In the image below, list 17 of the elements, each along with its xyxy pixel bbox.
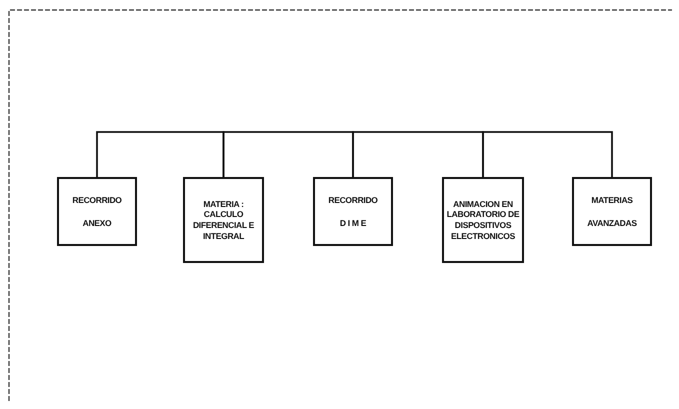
box-label: ANEXO [82,218,112,228]
connector-line [222,131,354,177]
box-label: MATERIA : CALCULO DIFERENCIAL E INTEGRAL [192,198,256,242]
connector-line [482,131,613,177]
box-label: ANIMACION EN LABORATORIO DE DISPOSITIVOS ELECTRONICOS [446,198,520,242]
topic-box [442,177,524,263]
topic-box [57,177,137,246]
connector-line [352,131,484,177]
box-label: MATERIAS [591,194,633,206]
box-label: D I M E [340,218,366,228]
box-label: AVANZADAS [587,218,637,228]
box-label: RECORRIDO [72,194,122,206]
box-label: RECORRIDO [328,194,378,206]
topic-box [183,177,264,263]
topic-box [572,177,652,246]
topic-box [313,177,393,246]
connector-line [96,131,224,177]
